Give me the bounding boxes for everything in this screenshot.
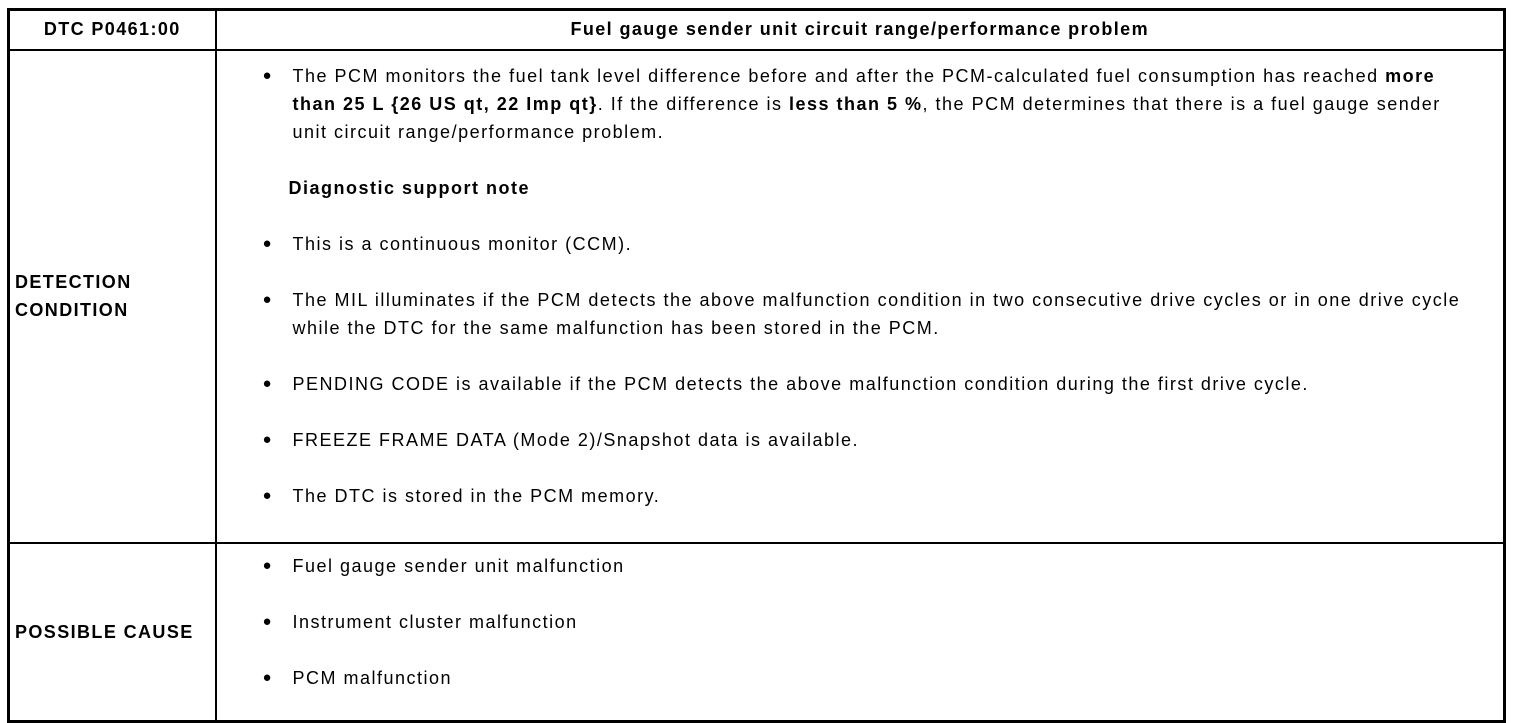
detection-condition-content: ● The PCM monitors the fuel tank level d… [214, 48, 1506, 544]
bullet-icon: ● [262, 430, 274, 448]
bullet-icon: ● [262, 556, 274, 574]
detection-condition-row: DETECTION CONDITION ● The PCM monitors t… [7, 48, 1506, 544]
possible-cause-label: POSSIBLE CAUSE [7, 541, 217, 722]
bullet-icon: ● [262, 374, 274, 392]
dtc-title-cell: Fuel gauge sender unit circuit range/per… [214, 8, 1506, 51]
list-item-text: FREEZE FRAME DATA (Mode 2)/Snapshot data… [292, 429, 860, 450]
diagnostic-support-note-heading: Diagnostic support note [288, 177, 530, 198]
bold-text-segment: more than 25 L {26 US qt, 22 Imp qt} [292, 65, 1436, 114]
text-segment: The PCM monitors the fuel tank level dif… [292, 65, 1386, 86]
table-header-row: DTC P0461:00 Fuel gauge sender unit circ… [7, 8, 1506, 51]
list-item-freeze-frame: ● FREEZE FRAME DATA (Mode 2)/Snapshot da… [217, 426, 1464, 454]
dtc-table: DTC P0461:00 Fuel gauge sender unit circ… [7, 8, 1506, 723]
bullet-icon: ● [262, 612, 274, 630]
list-item-text: Instrument cluster malfunction [292, 611, 578, 632]
list-item-text: This is a continuous monitor (CCM). [292, 233, 633, 254]
bullet-icon: ● [262, 668, 274, 686]
list-item-text: The MIL illuminates if the PCM detects t… [292, 289, 1461, 338]
list-item-text: Fuel gauge sender unit malfunction [292, 555, 625, 576]
text-segment: . If the difference is [597, 93, 789, 114]
list-item-text: PENDING CODE is available if the PCM det… [292, 373, 1309, 394]
text-segment: , the PCM determines that there is a fue… [292, 93, 1441, 142]
list-item-sender-unit: ● Fuel gauge sender unit malfunction [217, 552, 1464, 580]
list-item-mil-illuminates: ● The MIL illuminates if the PCM detects… [217, 286, 1464, 342]
dtc-code-cell: DTC P0461:00 [7, 8, 217, 51]
possible-cause-content: ● Fuel gauge sender unit malfunction ● I… [214, 541, 1506, 722]
list-item-continuous-monitor: ● This is a continuous monitor (CCM). [217, 230, 1464, 258]
list-item-text: The PCM monitors the fuel tank level dif… [293, 62, 1464, 146]
list-item-monitor-logic: ● The PCM monitors the fuel tank level d… [217, 62, 1464, 146]
bullet-icon: ● [262, 66, 274, 84]
bullet-icon: ● [262, 234, 274, 252]
list-item-dtc-stored: ● The DTC is stored in the PCM memory. [217, 482, 1464, 510]
detection-condition-label: DETECTION CONDITION [7, 48, 217, 544]
bullet-icon: ● [262, 486, 274, 504]
list-item-instrument-cluster: ● Instrument cluster malfunction [217, 608, 1464, 636]
list-item-pcm-malfunction: ● PCM malfunction [217, 664, 1464, 692]
bold-text-segment: less than 5 % [789, 93, 923, 114]
list-item-text: The DTC is stored in the PCM memory. [292, 485, 661, 506]
bullet-icon: ● [262, 290, 274, 308]
possible-cause-row: POSSIBLE CAUSE ● Fuel gauge sender unit … [7, 541, 1506, 722]
list-item-text: PCM malfunction [292, 667, 453, 688]
list-item-pending-code: ● PENDING CODE is available if the PCM d… [217, 370, 1464, 398]
